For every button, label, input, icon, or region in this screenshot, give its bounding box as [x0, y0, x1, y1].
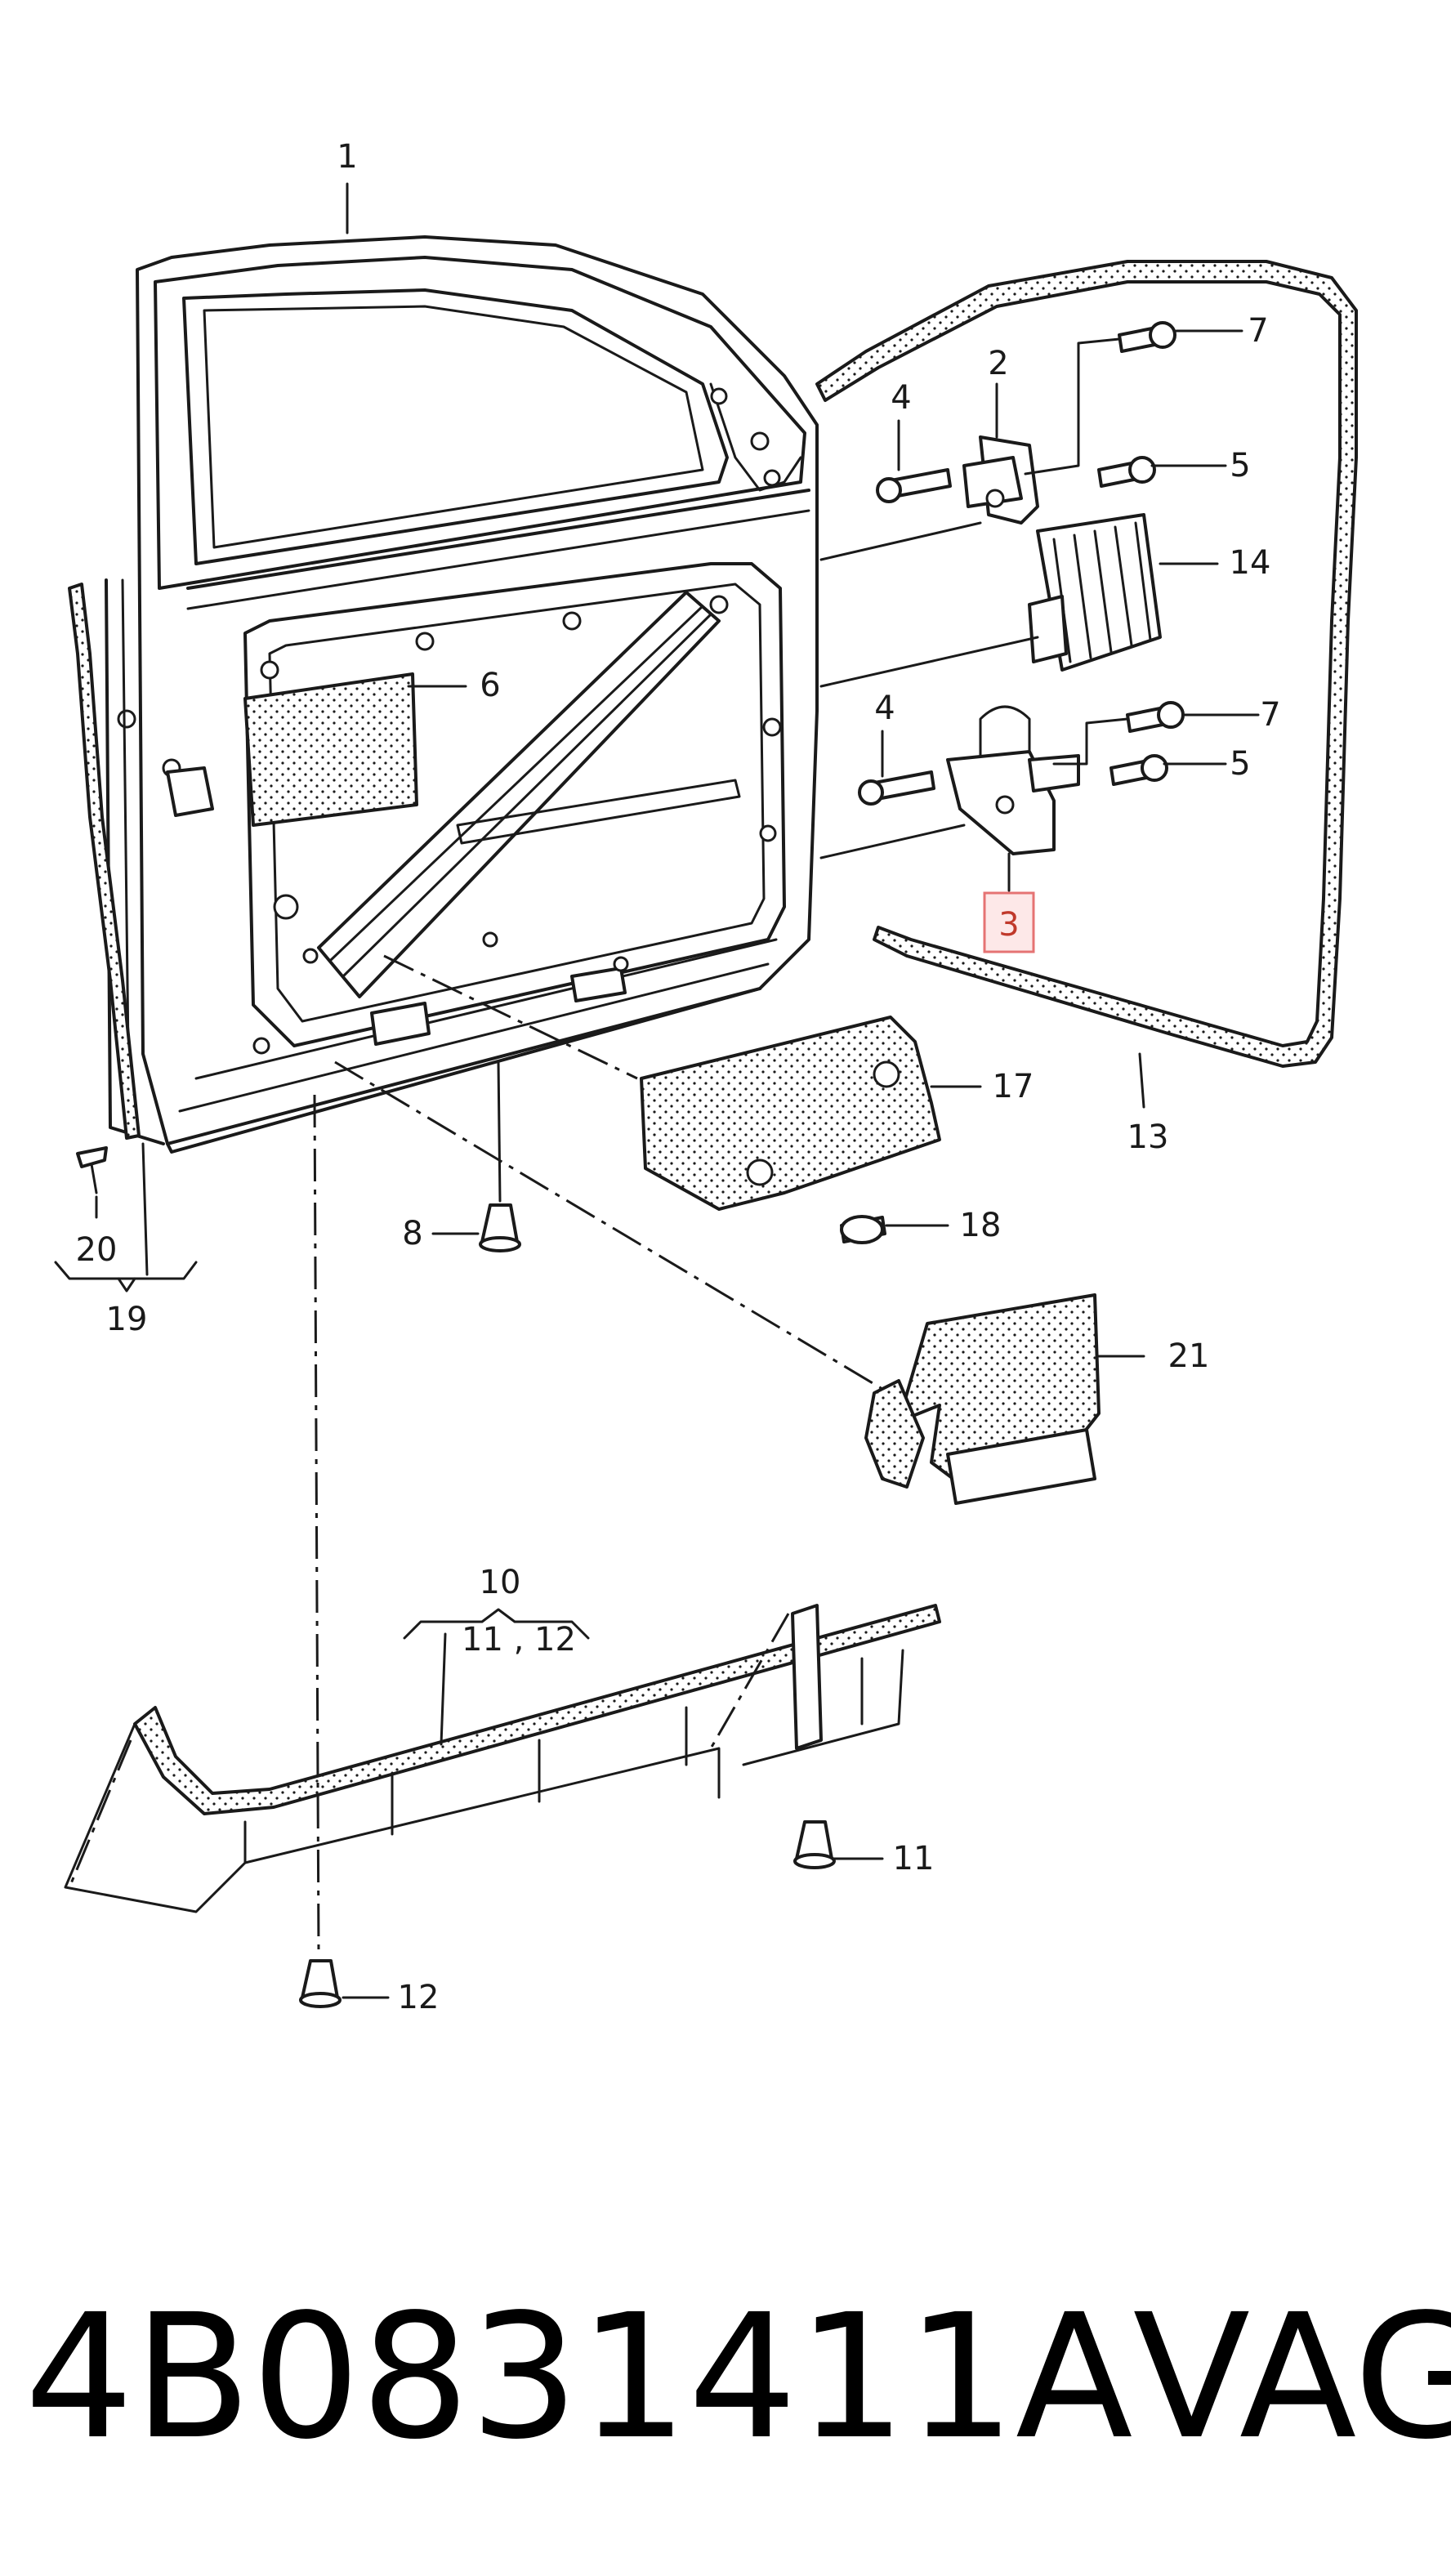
callouts: 1 2 3 4 4 5 5 6 7 7 8 10 11 , 12 11 12 1… [76, 138, 1281, 2016]
door-check-strap [1028, 513, 1162, 672]
callout-11: 11 [893, 1840, 935, 1877]
callout-7-lower: 7 [1260, 696, 1280, 734]
callout-6: 6 [480, 667, 500, 704]
foam-block [640, 1016, 941, 1244]
brand: VAG [1132, 2277, 1451, 2477]
lower-hinge [858, 701, 1185, 855]
door-seal [815, 260, 1358, 1068]
callout-21: 21 [1168, 1337, 1210, 1375]
callout-1: 1 [337, 138, 357, 176]
corner-pad [864, 1293, 1101, 1505]
callout-4-upper: 4 [891, 379, 911, 417]
part-number: 4B0831411A [25, 2277, 1133, 2477]
callout-14: 14 [1230, 544, 1271, 582]
callout-10: 10 [480, 1564, 521, 1601]
callout-3-highlight [983, 891, 1035, 953]
leader-lines [54, 182, 1260, 1999]
callout-4-lower: 4 [874, 690, 895, 727]
callout-11-12: 11 , 12 [462, 1621, 576, 1659]
callout-5-upper: 5 [1230, 447, 1250, 484]
door-shell [105, 235, 819, 1154]
callout-13: 13 [1127, 1118, 1169, 1156]
callout-8: 8 [402, 1215, 422, 1252]
sill-trim [64, 1203, 941, 2008]
insulation-pad [243, 672, 418, 827]
part-number-footer: 4B0831411A VAG [25, 2277, 1451, 2477]
upper-hinge [876, 321, 1176, 525]
callout-17: 17 [993, 1068, 1034, 1105]
callout-2: 2 [988, 345, 1008, 382]
callout-7-upper: 7 [1248, 312, 1268, 350]
edge-seal [68, 583, 141, 1194]
callout-19: 19 [106, 1301, 148, 1338]
assembly-lines [68, 954, 883, 1953]
callout-18: 18 [960, 1207, 1002, 1244]
callout-5-lower: 5 [1230, 745, 1250, 783]
callout-3: 3 [998, 906, 1019, 944]
callout-12: 12 [398, 1979, 440, 2016]
callout-20: 20 [76, 1231, 118, 1269]
